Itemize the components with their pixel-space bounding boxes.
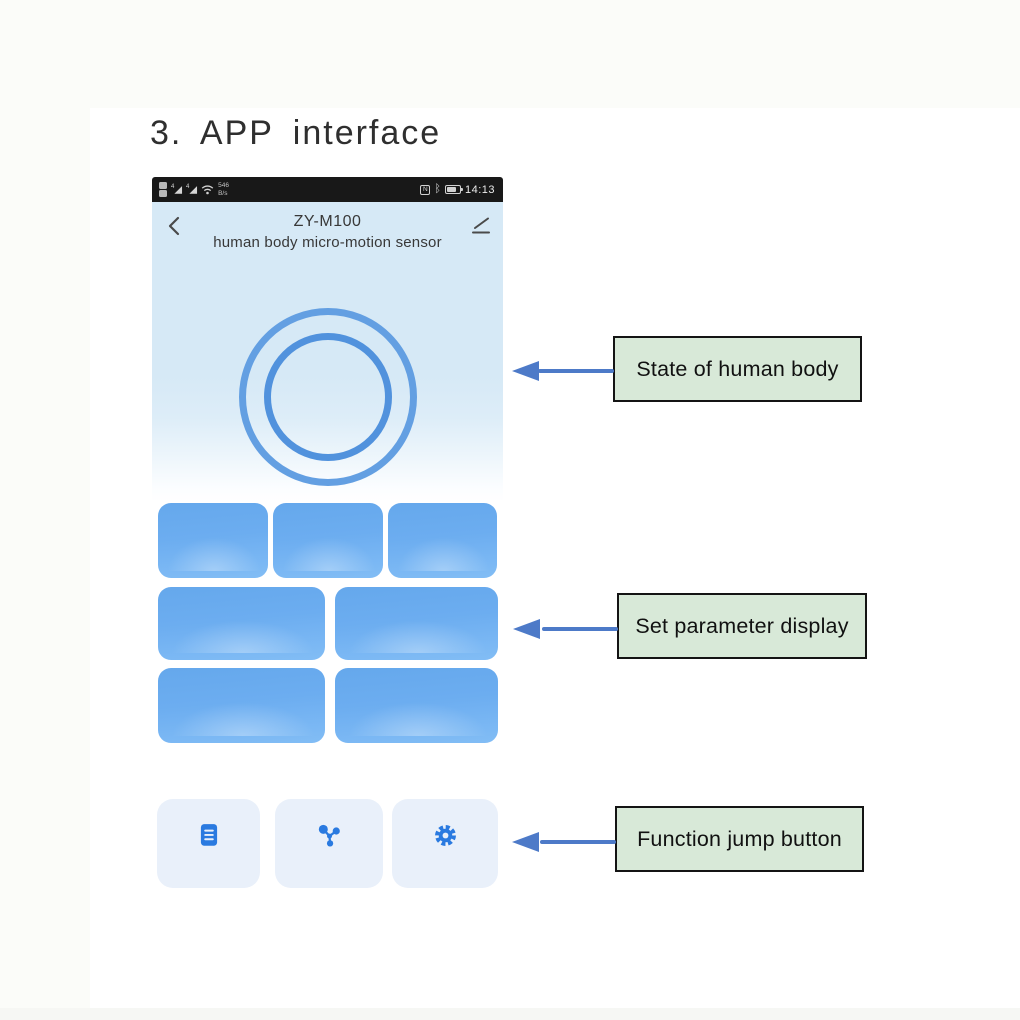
- wifi-icon: [201, 185, 214, 195]
- arrow-line: [538, 369, 614, 373]
- human-state-ring-inner: [264, 333, 392, 461]
- annotation-label: State of human body: [636, 356, 839, 381]
- bottom-edge-strip: [0, 1008, 1020, 1020]
- document-icon: [200, 824, 217, 846]
- device-state-panel: ZY-M100 human body micro-motion sensor: [152, 202, 503, 502]
- notification-icons: [159, 182, 167, 197]
- clock-time: 14:13: [464, 183, 495, 196]
- device-description: human body micro-motion sensor: [213, 234, 442, 251]
- parameter-tile-5[interactable]: [335, 587, 498, 660]
- app-header: ZY-M100 human body micro-motion sensor: [152, 202, 503, 251]
- device-name: ZY-M100: [293, 213, 362, 230]
- status-bar: 4◢ 4◢ 546 B/s N ᛒ 14:13: [152, 177, 503, 202]
- phone-screenshot: 4◢ 4◢ 546 B/s N ᛒ 14:13 ZY-M1: [152, 177, 503, 890]
- human-state-ring-outer: [239, 308, 417, 486]
- battery-icon: [444, 185, 463, 194]
- page-title: 3. APP interface: [150, 114, 442, 152]
- signal-sim1-icon: 4◢: [171, 183, 183, 196]
- status-bar-left: 4◢ 4◢ 546 B/s: [159, 182, 229, 197]
- back-button[interactable]: [166, 215, 182, 237]
- annotation-set-parameter-display: Set parameter display: [617, 593, 867, 659]
- parameter-tile-4[interactable]: [158, 587, 325, 660]
- arrow-left-icon: [512, 361, 539, 381]
- app-notification-icon: [159, 190, 167, 197]
- arrow-left-icon: [513, 619, 540, 639]
- network-button[interactable]: [275, 799, 383, 888]
- arrow-line: [542, 627, 618, 631]
- network-speed: 546 B/s: [218, 182, 229, 197]
- records-button[interactable]: [157, 799, 260, 888]
- status-bar-right: N ᛒ 14:13: [420, 184, 495, 196]
- arrow-left-icon: [512, 832, 539, 852]
- parameter-tile-6[interactable]: [158, 668, 325, 743]
- bluetooth-icon: ᛒ: [434, 183, 441, 195]
- edit-button[interactable]: [469, 216, 491, 236]
- parameter-tile-1[interactable]: [158, 503, 268, 578]
- arrow-line: [540, 840, 616, 844]
- annotation-label: Set parameter display: [635, 613, 849, 638]
- parameter-tile-3[interactable]: [388, 503, 497, 578]
- gear-icon: [434, 825, 456, 846]
- app-notification-icon: [159, 182, 167, 189]
- settings-button[interactable]: [392, 799, 498, 888]
- annotation-state-of-human-body: State of human body: [613, 336, 862, 402]
- nfc-icon: N: [420, 184, 431, 195]
- pencil-icon: [472, 217, 490, 234]
- network-icon: [318, 824, 340, 847]
- signal-sim2-icon: 4◢: [186, 183, 198, 196]
- annotation-function-jump-button: Function jump button: [615, 806, 864, 872]
- chevron-left-icon: [168, 216, 180, 236]
- parameter-tile-7[interactable]: [335, 668, 498, 743]
- parameter-tile-2[interactable]: [273, 503, 383, 578]
- annotation-label: Function jump button: [637, 826, 842, 851]
